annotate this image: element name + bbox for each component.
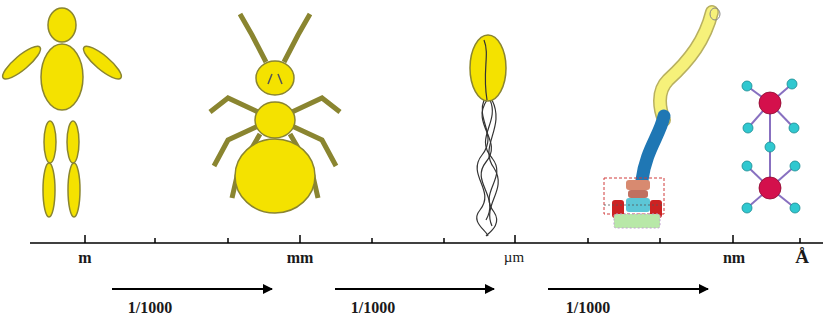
scale-unit: nm <box>723 250 745 266</box>
ratio-label: 1/1000 <box>351 300 395 316</box>
scale-unit: mm <box>287 250 314 266</box>
reduction-arrows <box>112 288 708 290</box>
ratio-label: 1/1000 <box>128 300 172 316</box>
protein-motor-figure <box>604 8 720 228</box>
human-figure <box>0 8 125 217</box>
bacterium-figure <box>470 35 506 236</box>
ant-figure <box>210 14 340 213</box>
ratio-label: 1/1000 <box>566 300 610 316</box>
molecule-figure <box>742 79 800 213</box>
scale-unit: m <box>78 250 91 266</box>
scale-unit: Å <box>795 247 809 266</box>
scale-unit: µm <box>504 250 524 265</box>
scale-axis <box>30 235 823 243</box>
